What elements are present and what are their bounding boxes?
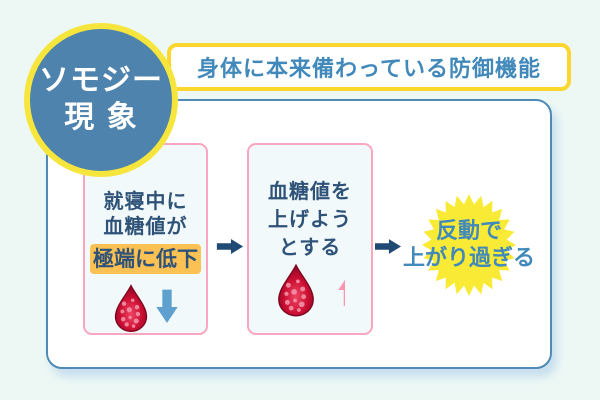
step1-line1: 就寝中に xyxy=(103,189,188,213)
result-line2: 上がり過ぎる xyxy=(402,246,535,271)
step-card-raise-blood-sugar: 血糖値を 上げよう とする xyxy=(247,143,373,335)
starburst-shape xyxy=(422,194,516,296)
step2-line3: とする xyxy=(278,235,342,259)
blood-drop-icon xyxy=(275,263,317,317)
arrow-down-icon xyxy=(155,283,179,331)
result-line1: 反動で xyxy=(435,219,502,244)
step1-icons xyxy=(85,283,206,333)
arrow-up-icon xyxy=(323,263,345,313)
badge-title-line2: 現 象 xyxy=(64,100,138,135)
step1-highlight: 極端に低下 xyxy=(90,244,201,274)
step2-icons xyxy=(249,263,371,317)
somogyi-badge: ソモジー 現 象 xyxy=(24,23,178,177)
step1-line2: 血糖値が xyxy=(103,214,188,238)
step1-highlight-row: 極端に低下 xyxy=(85,244,206,275)
page-title: 身体に本来備わっている防御機能 xyxy=(197,57,541,82)
step2-line2: 上げよう xyxy=(268,207,352,231)
arrow-right-icon xyxy=(216,239,244,254)
badge-title-line1: ソモジー xyxy=(39,63,163,98)
blood-drop-icon xyxy=(112,283,150,333)
title-banner: 身体に本来備わっている防御機能 xyxy=(167,43,571,91)
step2-line1: 血糖値を xyxy=(268,179,352,203)
